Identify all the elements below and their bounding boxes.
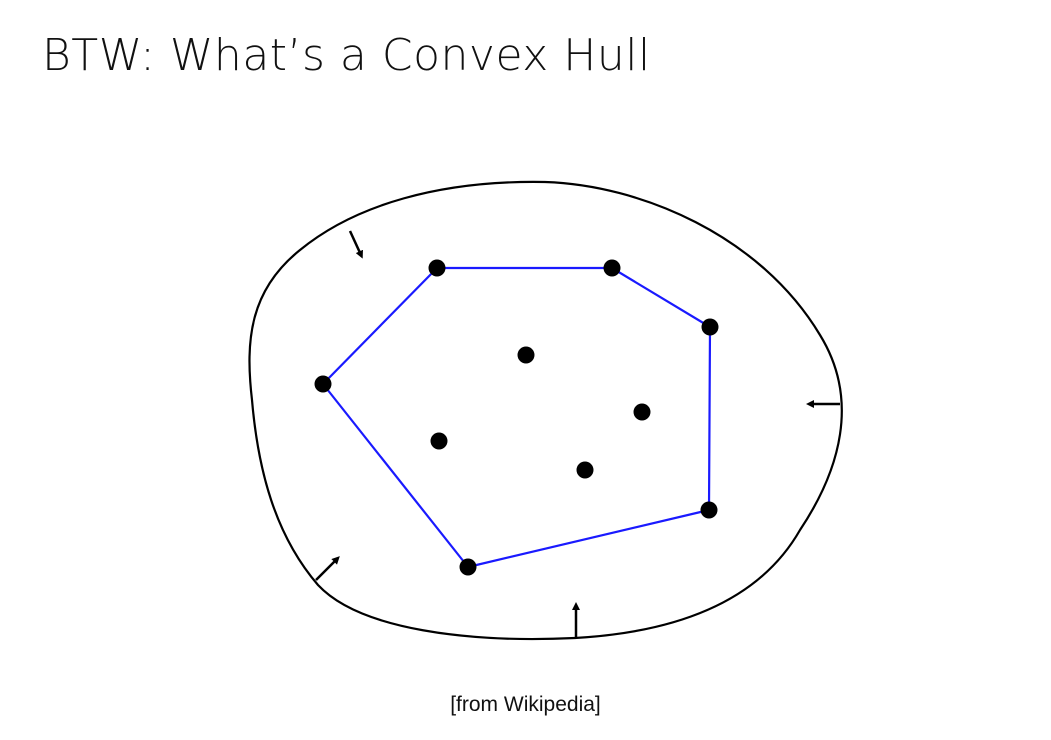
arrow-bottom-left [315, 556, 340, 581]
point-set [314, 259, 719, 576]
hull-point-left [314, 375, 332, 393]
convex-hull-polygon [321, 266, 712, 569]
hull-point-right-upper [701, 318, 719, 336]
hull-point-top-right [603, 259, 621, 277]
interior-point-2 [633, 403, 651, 421]
elastic-band-outline [248, 180, 843, 641]
source-caption: [from Wikipedia] [450, 693, 601, 716]
hull-point-bottom [459, 558, 477, 576]
slide-title: BTW: What’s a Convex Hull [42, 30, 651, 81]
hull-point-top-left [428, 259, 446, 277]
contraction-arrows [315, 230, 840, 638]
interior-point-4 [576, 461, 594, 479]
interior-point-1 [517, 346, 535, 364]
hull-point-right-lower [700, 501, 718, 519]
interior-point-3 [430, 432, 448, 450]
arrow-top-left [348, 230, 363, 259]
